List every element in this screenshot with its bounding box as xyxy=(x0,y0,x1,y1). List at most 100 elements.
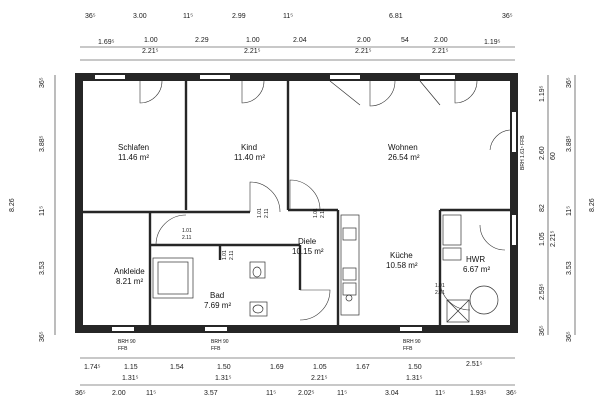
room-bad: Bad 7.69 m² xyxy=(204,291,231,310)
dim-label: 1.54 xyxy=(170,364,184,371)
room-area: 6.67 m² xyxy=(463,265,490,274)
window-label-brh-2: BRH 90 FFB xyxy=(211,339,229,352)
dim-label: 1.50 xyxy=(408,364,422,371)
dim-label: 1.69 xyxy=(270,364,284,371)
room-hwr: HWR 6.67 m² xyxy=(463,255,490,274)
brh-label: BRH 90 xyxy=(118,339,136,345)
dim-label: 3.88⁵ xyxy=(39,135,46,152)
room-area: 26.54 m² xyxy=(388,153,420,162)
room-area: 11.46 m² xyxy=(118,153,149,162)
bathtub xyxy=(152,257,194,299)
dim-label: 6.81 xyxy=(389,13,403,20)
dim-label: 1.93⁵ xyxy=(470,390,487,397)
ffb-label: FFB xyxy=(118,346,128,352)
room-kueche: Küche 10.58 m² xyxy=(386,251,418,270)
brh-label: BRH 90 xyxy=(211,339,229,345)
room-area: 10.58 m² xyxy=(386,261,418,270)
room-area: 11.40 m² xyxy=(234,153,265,162)
dim-label: 36⁵ xyxy=(502,13,513,20)
window-label-brh-right: BRH 1.61⁵ FFB xyxy=(520,135,526,170)
dim-label: 2.04 xyxy=(293,37,307,44)
door-width: 1.01 xyxy=(182,228,192,234)
dim-label: 2.00 xyxy=(434,37,448,44)
dim-label: 1.19⁵ xyxy=(539,85,546,102)
door-height: 2.11 xyxy=(320,208,326,218)
interior-walls xyxy=(83,81,510,325)
door-height: 2.11 xyxy=(264,208,270,218)
dim-label: 2.99 xyxy=(232,13,246,20)
dim-label: 11⁵ xyxy=(146,390,156,397)
dim-label: 11⁵ xyxy=(337,390,347,397)
room-area: 8.21 m² xyxy=(116,277,143,286)
dim-label: 1.31⁵ xyxy=(215,375,232,382)
hwr-cabinet xyxy=(442,214,462,246)
room-name: Ankleide xyxy=(114,267,145,276)
room-name: Bad xyxy=(210,291,224,300)
doors xyxy=(139,80,511,321)
bottom-dimension-row-2: 1.31⁵ 1.31⁵ 2.21⁵ 1.31⁵ xyxy=(122,375,423,382)
door-height: 2.11 xyxy=(229,250,235,260)
dim-label: 2.21⁵ xyxy=(355,48,372,55)
room-name: Kind xyxy=(241,143,257,152)
door-width: 1.01 xyxy=(222,250,228,260)
toilet xyxy=(249,261,266,279)
dim-label: 82 xyxy=(539,204,546,212)
dim-label: 60 xyxy=(550,152,557,160)
dim-label: 1.05 xyxy=(539,232,546,246)
sink xyxy=(249,301,268,317)
dim-label: 2.21⁵ xyxy=(244,48,261,55)
kitchen-counter xyxy=(340,214,360,316)
room-name: Küche xyxy=(390,251,413,260)
room-diele: Diele 10.15 m² xyxy=(292,237,324,256)
dim-label: 2.29 xyxy=(195,37,209,44)
door-height: 2.11 xyxy=(182,235,192,241)
brh-label: BRH 90 xyxy=(403,339,421,345)
dim-label: 1.74⁵ xyxy=(84,364,101,371)
outer-walls xyxy=(75,73,518,333)
dim-label: 1.31⁵ xyxy=(122,375,139,382)
dim-label: 1.00 xyxy=(246,37,260,44)
dim-label: 2.51⁵ xyxy=(466,361,483,368)
room-schlafen: Schlafen 11.46 m² xyxy=(118,143,149,162)
dim-label: 2.00 xyxy=(357,37,371,44)
door-label-hwr: 1.01 2.01 xyxy=(435,283,445,296)
dim-label: 54 xyxy=(401,37,409,44)
door-width: 1.01 xyxy=(257,208,263,218)
dim-label: 1.00 xyxy=(144,37,158,44)
door-height: 2.01 xyxy=(435,290,445,296)
top-dimension-row-1: 36⁵ 3.00 11⁵ 2.99 11⁵ 6.81 36⁵ xyxy=(85,13,513,20)
dim-label: 3.53 xyxy=(566,261,573,275)
dim-label: 11⁵ xyxy=(435,390,445,397)
room-kind: Kind 11.40 m² xyxy=(234,143,265,162)
dim-label: 11⁵ xyxy=(566,206,573,216)
ffb-label: FFB xyxy=(403,346,413,352)
room-name: HWR xyxy=(466,255,485,264)
bottom-dimension-row-1: 1.74⁵ 1.15 1.54 1.50 1.69 1.05 1.67 1.50… xyxy=(84,361,483,371)
dim-label: 3.88⁵ xyxy=(566,135,573,152)
dim-label: 1.15 xyxy=(124,364,138,371)
dim-label: 2.21⁵ xyxy=(550,230,557,247)
door-label-diele-mid2: 1.01 2.11 xyxy=(313,208,326,218)
dim-label: 1.69⁵ xyxy=(98,39,115,46)
left-dimensions: 36⁵ 3.88⁵ 8.26 11⁵ 3.53 36⁵ xyxy=(9,77,46,342)
room-name: Diele xyxy=(298,237,317,246)
dim-label: 3.00 xyxy=(133,13,147,20)
dim-label: 1.50 xyxy=(217,364,231,371)
door-width: 1.01 xyxy=(435,283,445,289)
room-ankleide: Ankleide 8.21 m² xyxy=(114,267,145,286)
dim-label: 2.59⁵ xyxy=(539,283,546,300)
dim-label: 2.21⁵ xyxy=(432,48,449,55)
dim-label: 36⁵ xyxy=(39,331,46,342)
door-label-bad-upper: 1.01 2.11 xyxy=(182,228,192,241)
dim-label: 2.02⁵ xyxy=(298,390,315,397)
dim-label: 11⁵ xyxy=(39,206,46,216)
room-area: 7.69 m² xyxy=(204,301,231,310)
dim-label: 2.21⁵ xyxy=(142,48,159,55)
dim-label: 1.31⁵ xyxy=(406,375,423,382)
dim-label: 36⁵ xyxy=(85,13,96,20)
dim-label: 36⁵ xyxy=(75,390,86,397)
dim-label: 36⁵ xyxy=(39,77,46,88)
right-total-dimension: 8.26 xyxy=(589,198,596,212)
door-label-diele-mid1: 1.01 2.11 xyxy=(257,208,270,218)
